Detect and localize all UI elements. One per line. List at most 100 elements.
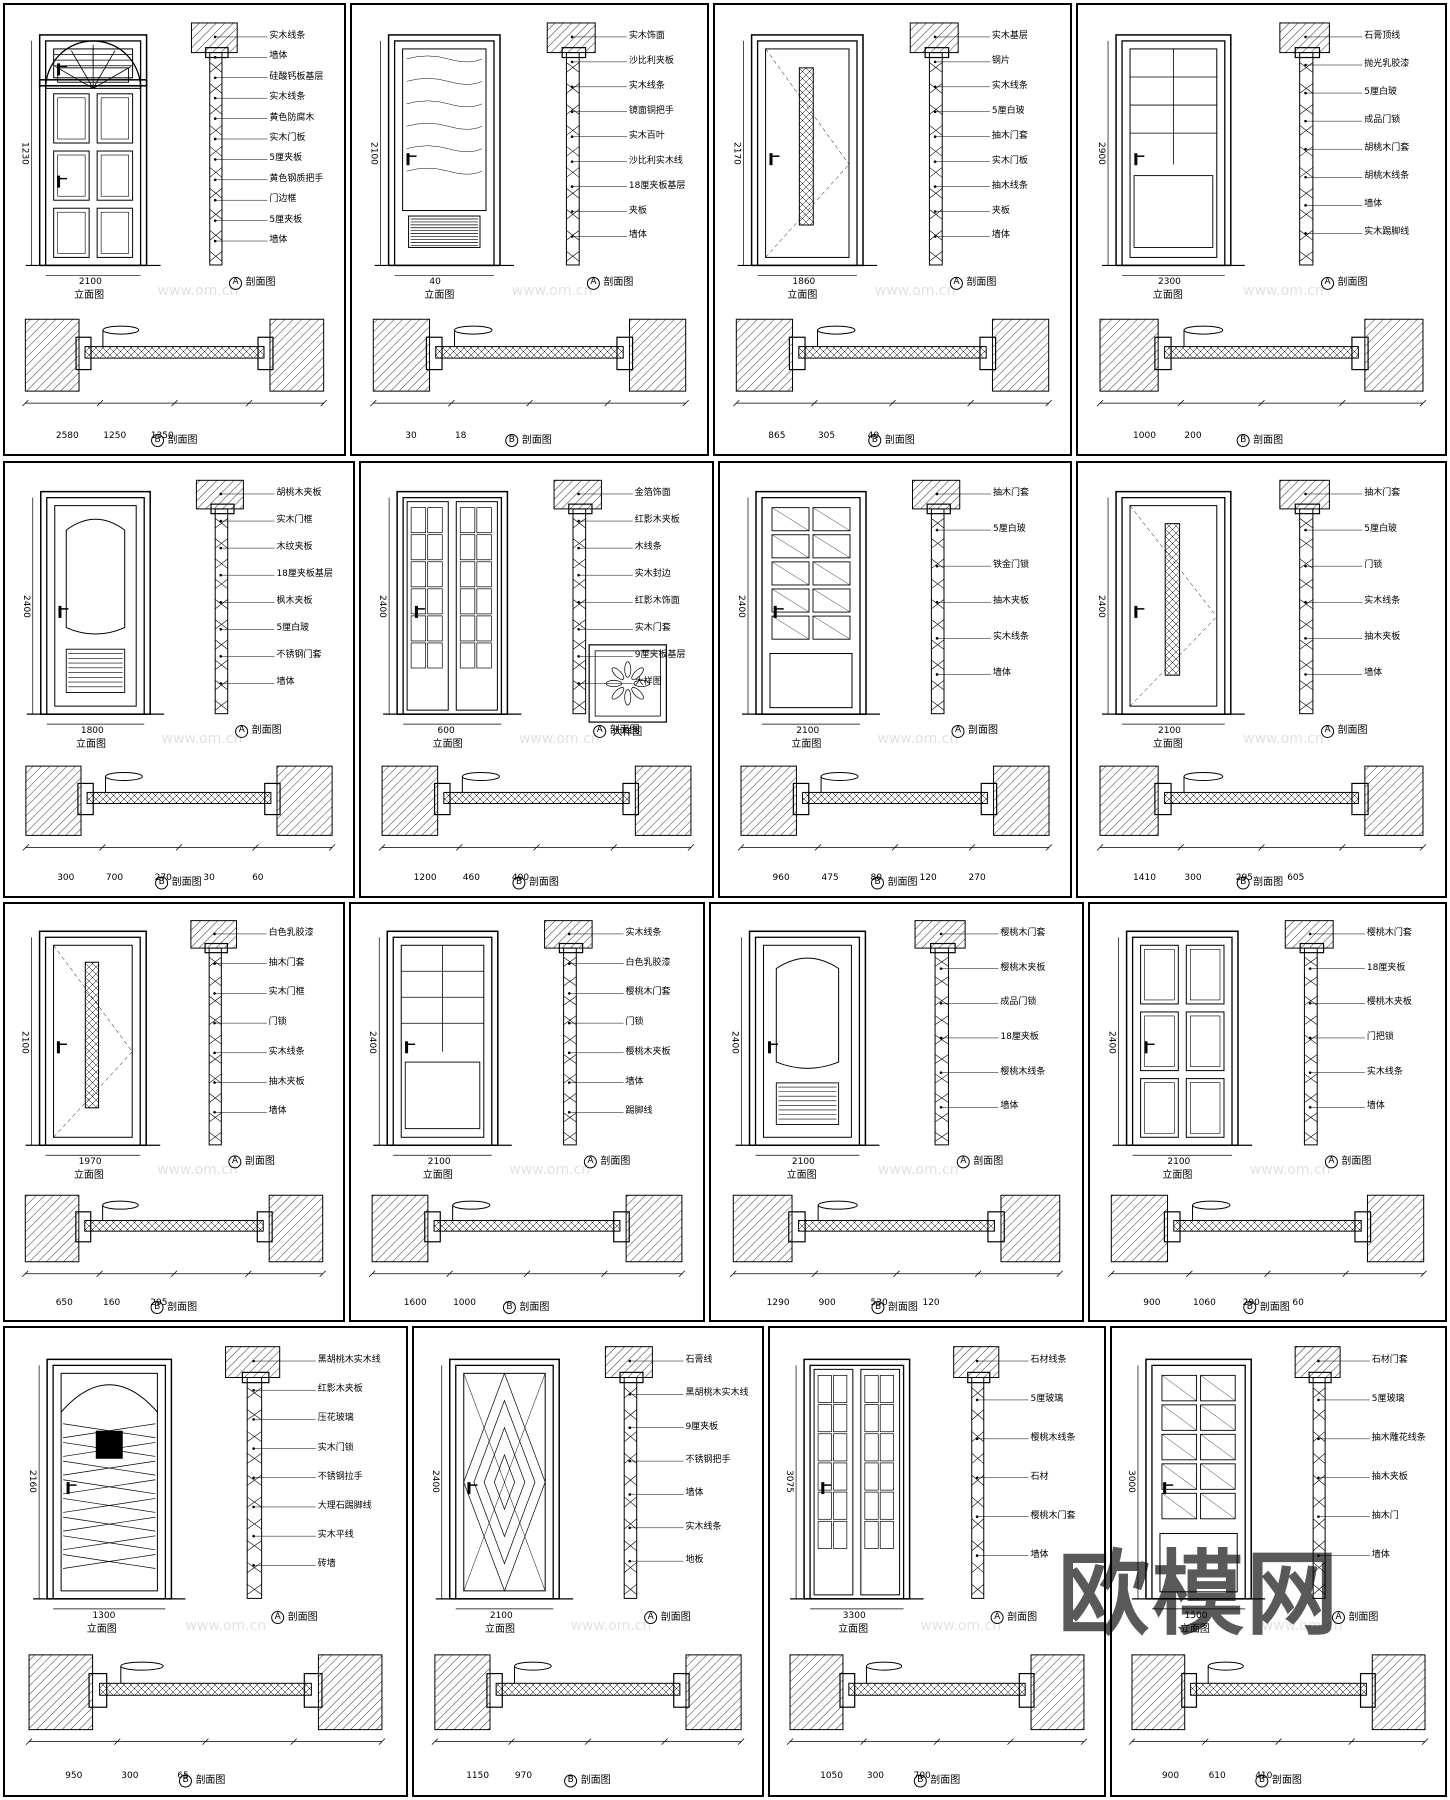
section-b-caption: 剖面图 [887, 1301, 918, 1313]
material-label: 实木封边 [634, 569, 671, 580]
plan-dimension: 1060 [1192, 1298, 1216, 1309]
material-label: 石材 [1030, 1471, 1049, 1482]
material-label: 樱桃木门套 [1366, 927, 1412, 938]
material-label: 墙体 [1030, 1549, 1049, 1560]
plan-dimension: 970 [514, 1770, 533, 1781]
material-label: 实木线条 [268, 1046, 305, 1057]
material-label: 硅酸钙板基层 [269, 71, 324, 82]
material-label: 枫木夹板 [276, 596, 313, 607]
material-label: 胡桃木线条 [1364, 171, 1410, 182]
material-label: 5厘玻璃 [1371, 1393, 1405, 1404]
material-label: 抽木夹板 [993, 596, 1030, 607]
section-a-caption: 剖面图 [244, 1155, 275, 1167]
material-label: 成品门锁 [1000, 997, 1037, 1008]
section-a-caption: 剖面图 [609, 725, 640, 737]
material-label: 5厘白玻 [1364, 524, 1397, 535]
material-label: 墙体 [685, 1488, 704, 1499]
height-dimension: 2100 [19, 1030, 30, 1054]
material-label: 大理石踢脚线 [317, 1500, 372, 1511]
material-label: 大样图 [634, 677, 662, 688]
plan-dimension: 400 [511, 873, 530, 884]
plan-dimension: 1200 [413, 873, 437, 884]
material-label: 红影木夹板 [317, 1384, 363, 1395]
plan-dimension: 30 [203, 873, 215, 884]
height-dimension: 2400 [729, 1030, 740, 1054]
material-label: 不锈钢门套 [276, 650, 322, 661]
elevation-caption: 立面图 [1179, 1623, 1210, 1635]
section-marker-b: B [1240, 877, 1247, 887]
material-label: 墙体 [269, 51, 288, 62]
width-dimension: 2100 [796, 726, 820, 737]
section-a-caption: 剖面图 [966, 277, 997, 289]
material-label: 实木门锁 [317, 1442, 354, 1453]
material-label: 墙体 [993, 668, 1012, 679]
plan-dimension: 18 [454, 430, 467, 441]
material-label: 压花玻璃 [317, 1413, 354, 1424]
section-a-caption: 剖面图 [973, 1155, 1004, 1167]
material-label: 红影木饰面 [634, 596, 680, 607]
material-label: 金箔饰面 [634, 487, 671, 498]
section-b-caption: 剖面图 [195, 1774, 226, 1786]
elevation-caption: 立面图 [422, 1170, 453, 1182]
plan-dimension: 1000 [1133, 430, 1156, 441]
plan-dimension: 1410 [1133, 873, 1156, 884]
plan-dimension: 270 [154, 873, 172, 884]
section-b-caption: 剖面图 [1253, 877, 1284, 888]
material-label: 墙体 [1364, 668, 1383, 679]
section-b-caption: 剖面图 [930, 1774, 961, 1786]
section-a-caption: 剖面图 [1337, 277, 1368, 289]
material-label: 石膏顶线 [1364, 30, 1401, 41]
material-label: 5厘夹板 [269, 214, 303, 225]
plan-dimension: 1350 [150, 430, 174, 441]
width-dimension: 1300 [92, 1610, 116, 1621]
elevation-caption: 立面图 [1152, 290, 1183, 302]
section-marker-a: A [1328, 1155, 1335, 1166]
material-label: 樱桃木夹板 [1366, 997, 1412, 1008]
width-dimension: 2100 [1158, 726, 1181, 737]
elevation-caption: 立面图 [424, 290, 455, 302]
plan-dimension: 960 [772, 873, 790, 884]
section-marker-a: A [232, 277, 239, 288]
material-label: 胡桃木夹板 [276, 487, 322, 498]
plan-dimension: 305 [817, 430, 836, 441]
material-label: 5厘夹板 [269, 153, 303, 164]
material-label: 抽木夹板 [268, 1076, 305, 1087]
section-a-caption: 剖面图 [1007, 1611, 1038, 1623]
material-label: 砖墙 [317, 1559, 336, 1570]
elevation-caption: 立面图 [75, 739, 106, 751]
width-dimension: 1860 [792, 277, 816, 288]
section-marker-a: A [590, 277, 597, 288]
material-label: 18厘夹板 [1000, 1031, 1039, 1042]
material-label: 门锁 [268, 1017, 287, 1028]
material-label: 樱桃木门套 [625, 987, 671, 998]
material-label: 白色乳胶漆 [625, 957, 671, 968]
plan-dimension: 900 [1161, 1770, 1180, 1781]
elevation-caption: 立面图 [484, 1623, 515, 1635]
section-b-caption: 剖面图 [519, 1301, 550, 1313]
material-label: 抽木门 [1371, 1510, 1399, 1521]
watermark-logo: 欧模网 [1058, 1541, 1341, 1648]
section-a-caption: 剖面图 [660, 1611, 691, 1623]
section-marker-a: A [238, 725, 245, 736]
material-label: 实木线条 [269, 30, 306, 41]
material-label: 5厘白玻 [991, 105, 1025, 116]
elevation-caption: 立面图 [74, 290, 105, 302]
plan-dimension: 900 [818, 1298, 836, 1309]
section-marker-a: A [274, 1611, 281, 1622]
section-b-caption: 剖面图 [887, 877, 918, 888]
material-label: 黄色防腐木 [269, 112, 315, 123]
elevation-caption: 立面图 [838, 1623, 869, 1635]
material-label: 墙体 [276, 677, 295, 688]
section-marker-a: A [955, 725, 962, 736]
material-label: 白色乳胶漆 [268, 927, 314, 938]
section-a-caption: 剖面图 [603, 277, 634, 289]
section-b-caption: 剖面图 [167, 1301, 198, 1313]
plan-dimension: 410 [1255, 1770, 1273, 1781]
plan-dimension: 200 [1184, 430, 1202, 441]
section-b-caption: 剖面图 [884, 434, 915, 446]
material-label: 墙体 [1000, 1101, 1019, 1112]
